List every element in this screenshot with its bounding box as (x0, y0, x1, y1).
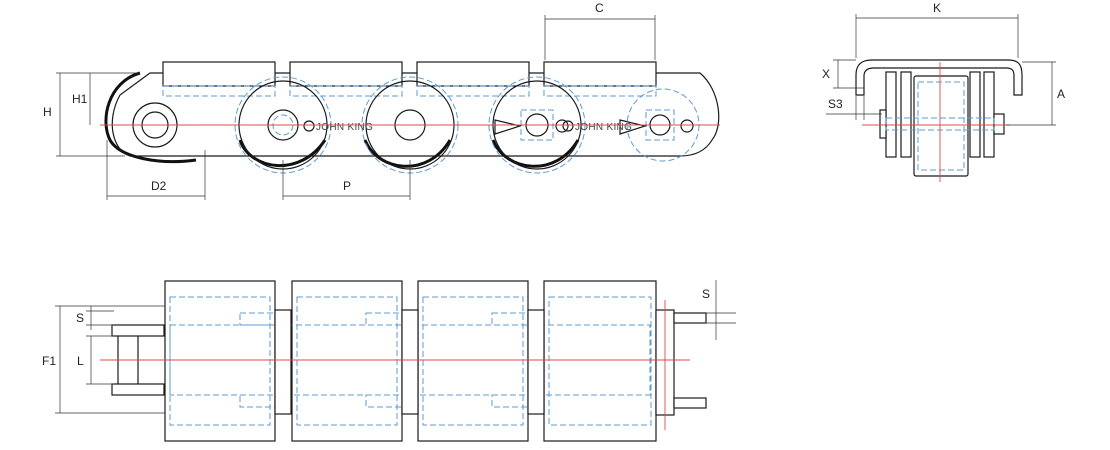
hidden-attachment-3 (416, 85, 530, 97)
plan-attachment-2 (291, 280, 403, 442)
dim-label-l: L (77, 354, 84, 368)
brand-logo-icon-1 (303, 120, 315, 132)
inner-side-plate-left (900, 71, 912, 158)
cotter-pin-1 (494, 119, 523, 135)
brand-logo-icon-2 (562, 120, 574, 132)
top-view: S L F1 S (42, 280, 736, 442)
top-attachment-2 (289, 61, 403, 87)
plan-cotter-bottom (673, 397, 707, 409)
top-attachment-3 (416, 61, 530, 87)
link-plate-outline (111, 72, 720, 157)
side-view: JOHN KING JOHN KING C H H1 D2 P (43, 1, 720, 200)
hidden-attachment-4 (543, 85, 657, 97)
top-attachment-4 (543, 61, 657, 87)
outer-side-plate-left (885, 71, 897, 158)
plan-hidden-4 (548, 296, 652, 426)
dim-label-s3: S3 (828, 97, 843, 111)
plan-end-link-bottom (111, 383, 165, 396)
brand-text-1: JOHN KING (316, 122, 373, 133)
dim-label-a: A (1057, 87, 1065, 101)
cotter-ring-2 (680, 119, 694, 133)
end-attachment-plate (855, 59, 1023, 96)
plan-attachment-3 (417, 280, 529, 442)
cotter-pin-2 (619, 119, 648, 135)
dim-label-h1: H1 (72, 92, 88, 106)
dim-label-f1: F1 (42, 354, 56, 368)
outer-side-plate-right (983, 71, 995, 158)
plan-hidden-2 (296, 296, 398, 426)
pin-end-right (993, 113, 1005, 135)
roller-arc-1 (104, 71, 197, 164)
dim-label-d2: D2 (151, 179, 167, 193)
dim-label-c: C (595, 1, 604, 15)
end-view: K X A S3 (822, 1, 1065, 182)
top-attachment-1 (162, 61, 276, 87)
plan-attachment-4 (543, 280, 657, 442)
plan-hidden-3 (422, 296, 524, 426)
brand-text-2: JOHN KING (575, 122, 632, 133)
roller-arc-2 (238, 139, 327, 167)
roller-arc-3 (363, 139, 452, 168)
end-roller (913, 75, 969, 177)
plan-cotter-top (673, 312, 707, 324)
plan-attachment-1 (164, 280, 276, 442)
plan-joint-2 (401, 309, 419, 415)
dim-label-x: X (822, 67, 830, 81)
dim-label-s-left: S (76, 311, 84, 325)
dim-label-h: H (43, 105, 52, 119)
end-roller-hidden (917, 81, 965, 171)
hidden-attachment-1 (162, 85, 276, 97)
plan-end-link-top (111, 324, 165, 337)
hidden-attachment-2 (289, 85, 403, 97)
dim-label-p: P (343, 179, 351, 193)
plan-joint-3 (527, 309, 545, 415)
dim-label-s-right: S (702, 287, 710, 301)
cotter-ring-1 (555, 119, 569, 133)
dim-label-k: K (933, 1, 941, 15)
plan-joint-1 (274, 309, 292, 415)
roller-arc-4 (491, 139, 580, 168)
inner-side-plate-right (969, 71, 981, 158)
